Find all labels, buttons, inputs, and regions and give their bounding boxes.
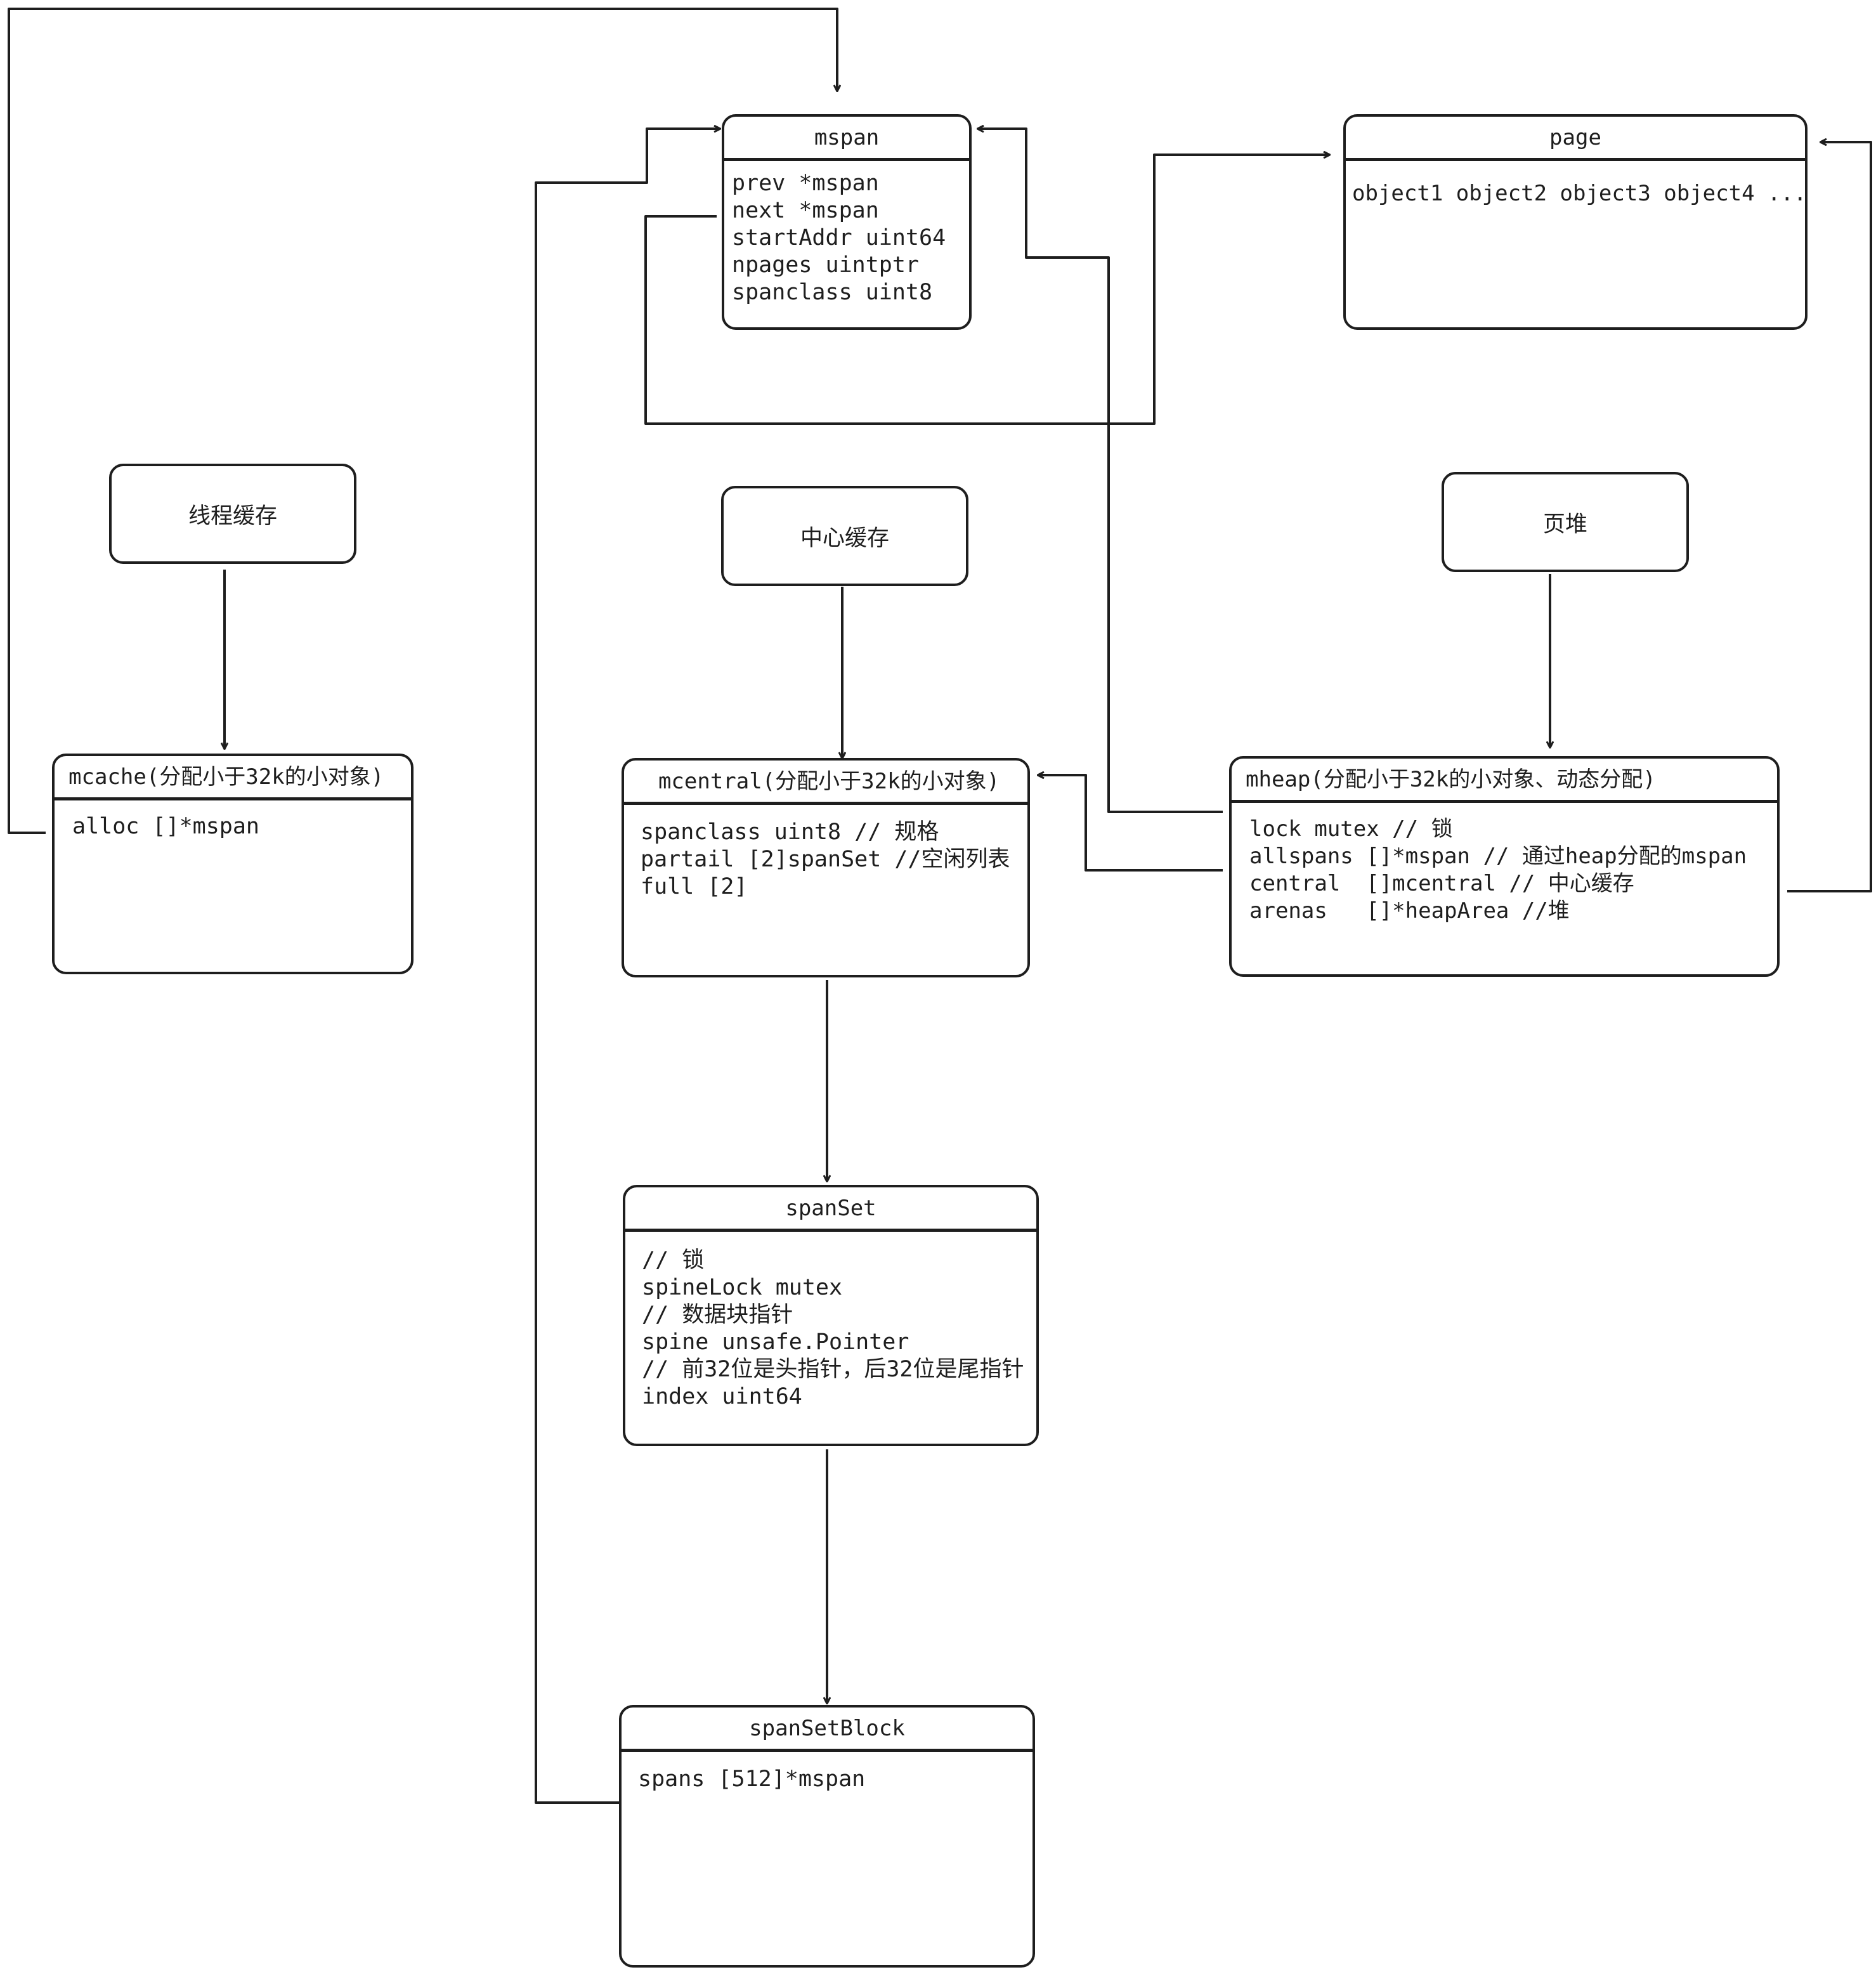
- thread-cache-text: 线程缓存: [188, 503, 277, 529]
- arrow-mheap-to-mcentral: [1038, 775, 1223, 872]
- mcache-title: mcache(分配小于32k的小对象): [55, 756, 411, 800]
- spanset-box: spanSet // 锁 spineLock mutex // 数据块指针 sp…: [623, 1185, 1039, 1446]
- mheap-title: mheap(分配小于32k的小对象、动态分配): [1232, 759, 1777, 803]
- mheap-box: mheap(分配小于32k的小对象、动态分配) lock mutex // 锁 …: [1229, 756, 1780, 977]
- mcentral-field-full: full [2]: [641, 874, 748, 899]
- mspan-field-prev: prev *mspan: [732, 171, 879, 196]
- mspan-field-spanclass: spanclass uint8: [732, 280, 933, 305]
- mspan-title: mspan: [724, 117, 969, 161]
- spanset-field-spine: spine unsafe.Pointer: [642, 1329, 909, 1355]
- spansetblock-title: spanSetBlock: [622, 1708, 1032, 1752]
- mheap-field-allspans: allspans []*mspan // 通过heap分配的mspan: [1249, 844, 1747, 869]
- thread-cache-label: 线程缓存: [109, 464, 356, 564]
- mspan-field-npages: npages uintptr: [732, 252, 920, 278]
- mcache-box: mcache(分配小于32k的小对象) alloc []*mspan: [52, 754, 414, 974]
- page-heap-label: 页堆: [1442, 472, 1689, 572]
- arrow-mcache-to-mspan: [8, 8, 837, 834]
- spanset-comment-spine: // 数据块指针: [642, 1302, 793, 1328]
- mspan-field-startaddr: startAddr uint64: [732, 225, 946, 251]
- page-heap-text: 页堆: [1542, 511, 1587, 537]
- mheap-field-central: central []mcentral // 中心缓存: [1249, 871, 1634, 896]
- spanset-title: spanSet: [625, 1187, 1036, 1232]
- mcentral-box: mcentral(分配小于32k的小对象) spanclass uint8 //…: [622, 758, 1030, 977]
- page-box: page object1 object2 object3 object4 ...: [1343, 114, 1808, 330]
- mcentral-field-spanclass: spanclass uint8 // 规格: [641, 819, 939, 845]
- central-cache-label: 中心缓存: [721, 486, 968, 586]
- spanset-comment-index: // 前32位是头指针，后32位是尾指针: [642, 1357, 1024, 1382]
- mcentral-title: mcentral(分配小于32k的小对象): [624, 761, 1027, 805]
- mheap-field-lock: lock mutex // 锁: [1249, 816, 1453, 842]
- mcentral-field-partial: partail [2]spanSet //空闲列表: [641, 847, 1010, 872]
- spansetblock-field-spans: spans [512]*mspan: [638, 1766, 866, 1792]
- spanset-field-index: index uint64: [642, 1384, 802, 1409]
- spanset-field-spinelock: spineLock mutex: [642, 1275, 843, 1300]
- mspan-field-next: next *mspan: [732, 198, 879, 223]
- arrow-mheap-to-mspan: [978, 129, 1223, 813]
- central-cache-text: 中心缓存: [800, 525, 889, 551]
- mcache-field-alloc: alloc []*mspan: [72, 814, 260, 839]
- page-objects: object1 object2 object3 object4 ...: [1352, 181, 1807, 206]
- mspan-box: mspan prev *mspan next *mspan startAddr …: [722, 114, 972, 330]
- spansetblock-box: spanSetBlock spans [512]*mspan: [619, 1705, 1035, 1968]
- mheap-field-arenas: arenas []*heapArea //堆: [1249, 898, 1570, 924]
- spanset-comment-lock: // 锁: [642, 1248, 705, 1273]
- page-title: page: [1346, 117, 1805, 161]
